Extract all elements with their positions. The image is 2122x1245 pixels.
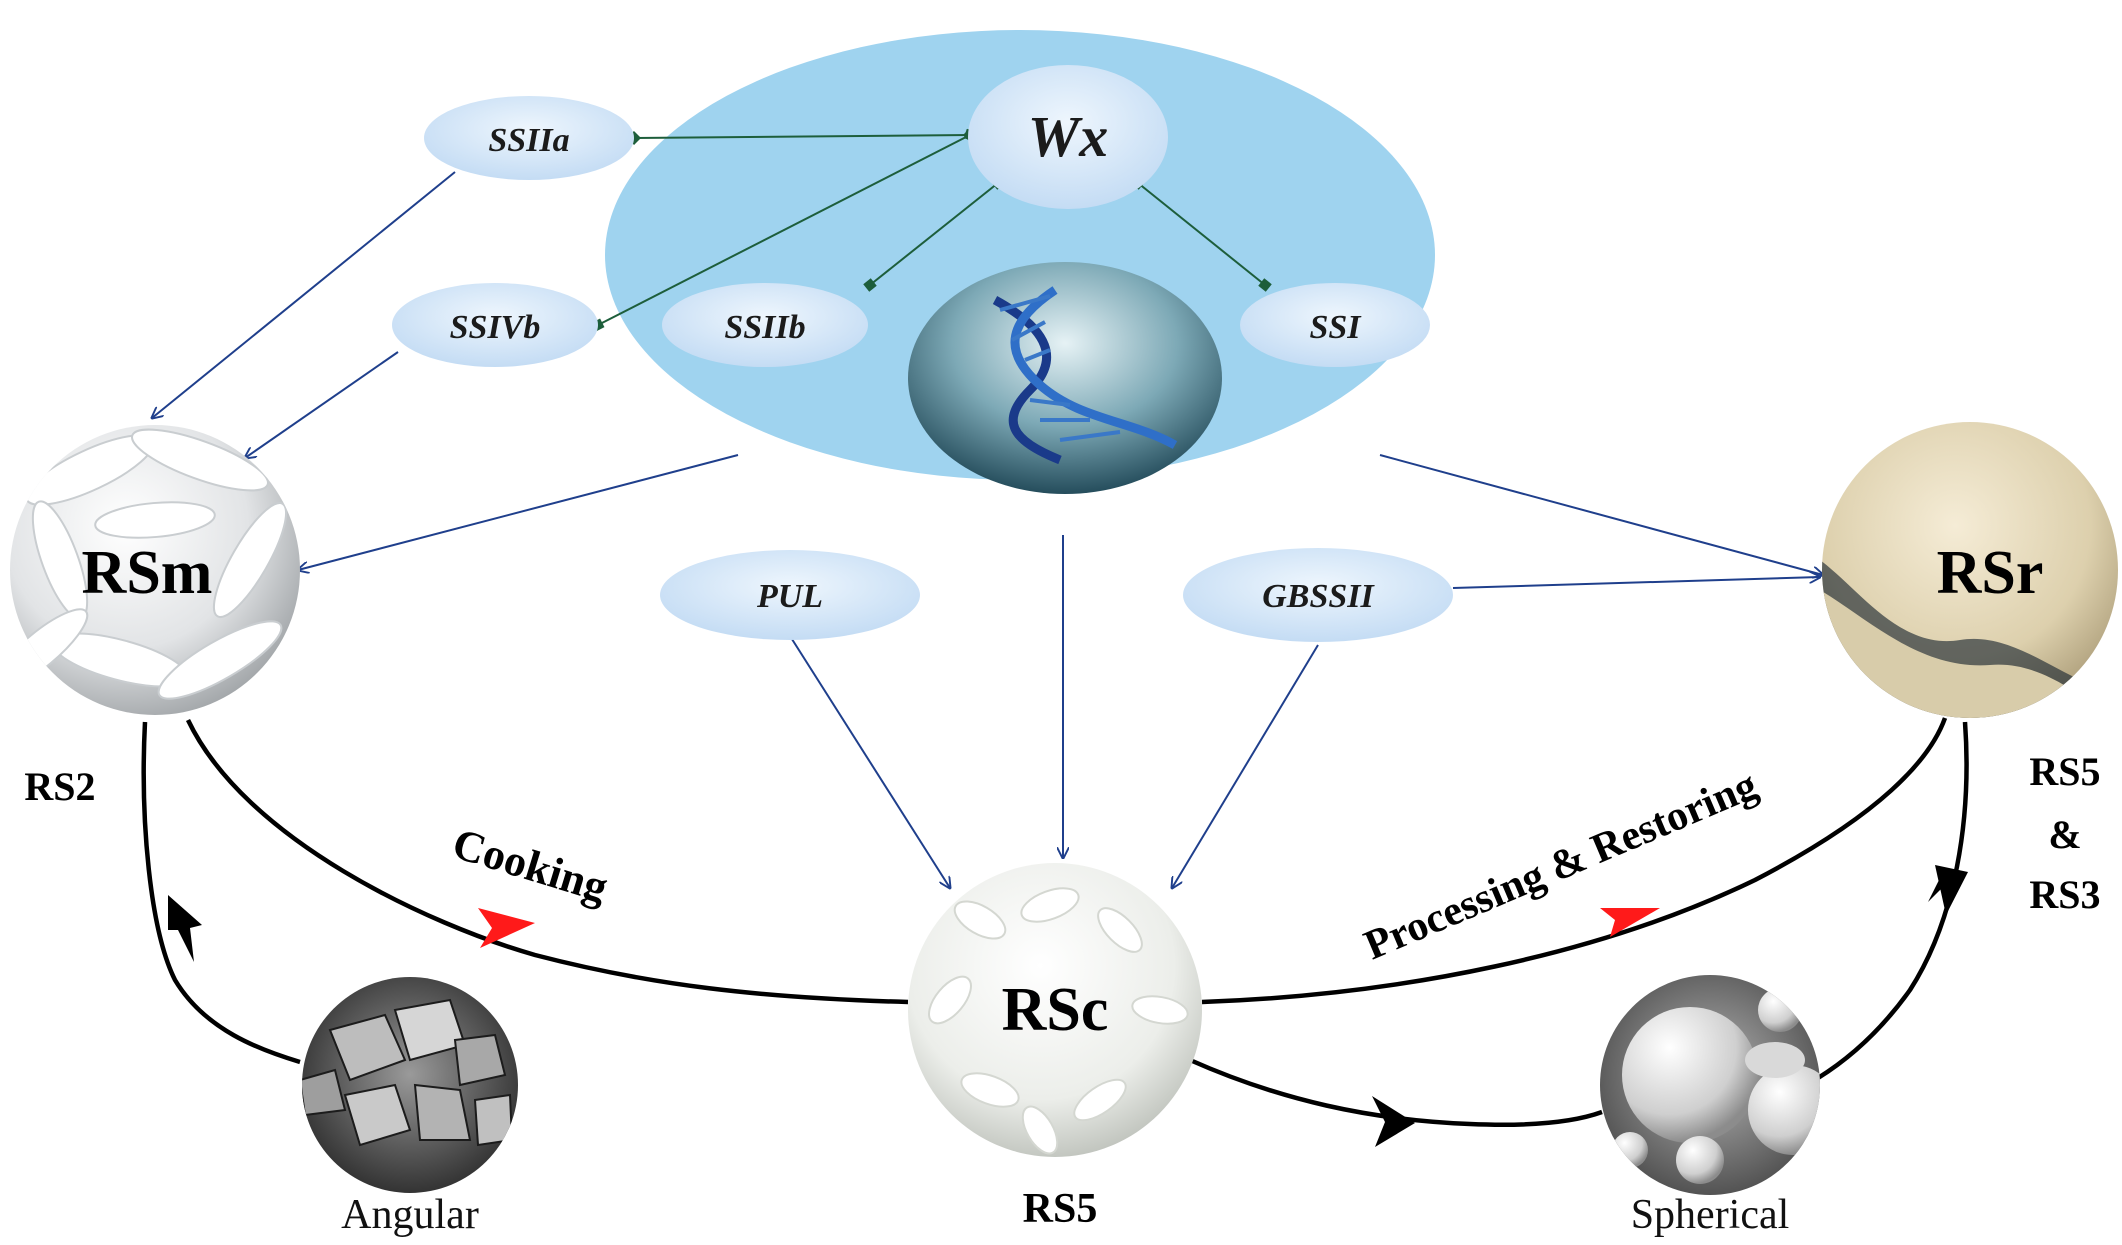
label-ampersand: & [2048, 812, 2081, 857]
curve-rsm-to-angular [141, 721, 301, 1065]
label-rs2: RS2 [24, 764, 95, 809]
label-rs5-bottom: RS5 [1023, 1186, 1098, 1232]
spherical-granule-image [1600, 975, 1820, 1195]
curve-rsr-to-spherical [1816, 721, 1969, 1080]
regulation-arrows [152, 171, 1823, 888]
gene-label-ssiia: SSIIa [488, 122, 569, 159]
process-curves [141, 717, 1969, 1127]
rsr-image: RSr [1822, 422, 2118, 718]
interaction-lines [591, 128, 1272, 332]
gene-label-ssi: SSI [1309, 309, 1362, 346]
gene-label-wx: Wx [1028, 104, 1109, 169]
dna-image [908, 262, 1222, 494]
label-angular: Angular [341, 1192, 479, 1238]
gene-label-ssiib: SSIIb [724, 309, 805, 346]
gene-node-ssivb: SSIVb [392, 283, 598, 367]
gene-node-wx: Wx [968, 65, 1168, 209]
label-processing: Processing & Restoring [1358, 762, 1764, 969]
gene-node-ssiia: SSIIa [424, 96, 634, 180]
gene-node-pul: PUL [660, 550, 920, 640]
arrow-head-angular [168, 895, 202, 962]
label-rs3: RS3 [2029, 872, 2100, 917]
gene-node-gbssii: GBSSII [1183, 548, 1453, 642]
gene-node-ssiib: SSIIb [662, 283, 868, 367]
arrow-head-cooking [478, 908, 535, 948]
node-label-rsc: RSc [1002, 976, 1109, 1044]
gene-label-ssivb: SSIVb [450, 309, 541, 346]
label-rs5-right: RS5 [2029, 749, 2100, 794]
curve-rsc-to-spherical [1189, 1057, 1603, 1127]
curve-arrowheads [168, 865, 1968, 1147]
angular-granule-image [302, 977, 518, 1193]
node-label-rsr: RSr [1937, 539, 2044, 607]
arrow-head-processing [1600, 908, 1660, 937]
rsm-image: RSm [10, 425, 300, 715]
gene-node-ssi: SSI [1240, 283, 1430, 367]
arrow-head-rsc-spherical [1372, 1096, 1415, 1147]
label-spherical: Spherical [1631, 1192, 1790, 1238]
gene-label-gbssii: GBSSII [1262, 578, 1375, 615]
curve-rsc-to-rsr [1201, 717, 1948, 1005]
arrow-head-rs3-shape [1935, 865, 1968, 915]
curve-rsm-to-rsc [185, 719, 909, 1005]
node-label-rsm: RSm [82, 539, 213, 607]
gene-label-pul: PUL [756, 578, 823, 615]
label-cooking: Cooking [447, 819, 613, 912]
rsc-image: RSc [908, 863, 1202, 1157]
